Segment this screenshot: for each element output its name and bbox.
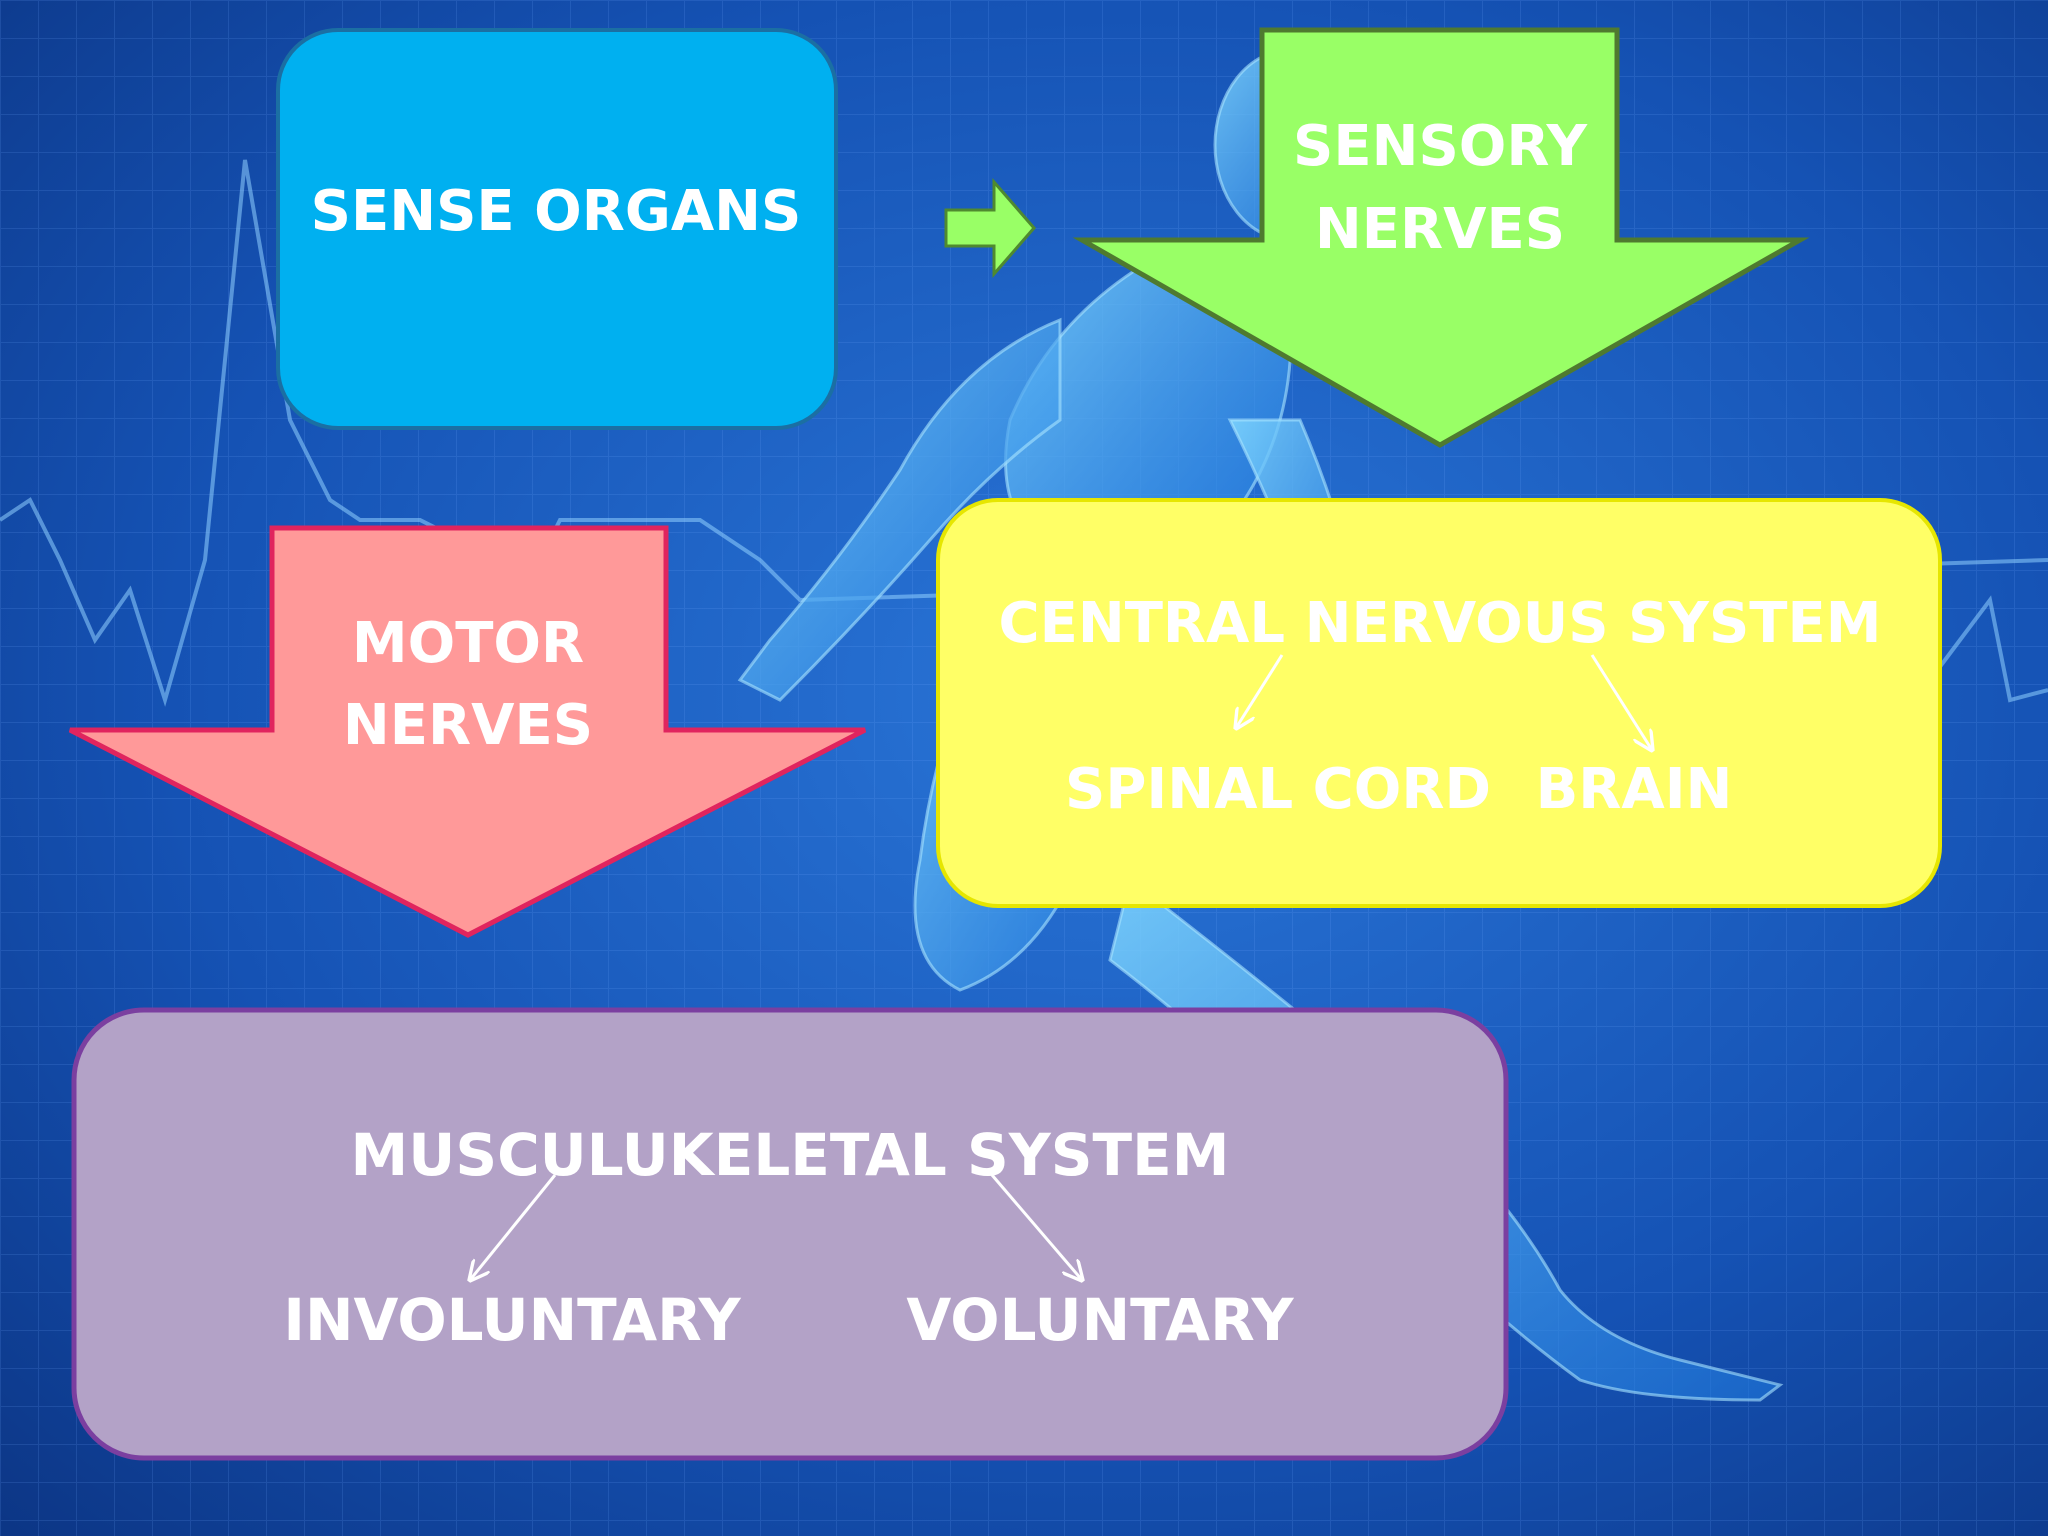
musculoskeletal-child-involuntary: INVOLUNTARY xyxy=(283,1286,741,1354)
node-sensory-nerves: SENSORY NERVES xyxy=(1072,27,1810,448)
motor-nerves-label-line2: NERVES xyxy=(343,693,593,758)
sensory-nerves-arrow xyxy=(1072,27,1810,448)
edge-musculoskeletal-to-involuntary xyxy=(470,1174,557,1280)
sense-organs-box xyxy=(276,28,838,430)
node-musculoskeletal: MUSCULUKELETAL SYSTEM INVOLUNTARY VOLUNT… xyxy=(71,1007,1509,1461)
cns-child-brain: BRAIN xyxy=(1536,757,1733,822)
musculoskeletal-title: MUSCULUKELETAL SYSTEM xyxy=(351,1121,1230,1189)
edge-musculoskeletal-to-voluntary xyxy=(990,1174,1082,1280)
node-cns: CENTRAL NERVOUS SYSTEM SPINAL CORD BRAIN xyxy=(936,498,1942,908)
musculoskeletal-box xyxy=(71,1007,1509,1461)
motor-nerves-label-line1: MOTOR xyxy=(352,611,584,676)
cns-box xyxy=(936,498,1942,908)
edge-cns-to-brain xyxy=(1590,654,1652,750)
ecg-line xyxy=(0,159,2048,707)
sense-organs-label: SENSE ORGANS xyxy=(311,179,802,244)
node-sense-organs: SENSE ORGANS xyxy=(276,28,838,430)
musculoskeletal-child-voluntary: VOLUNTARY xyxy=(906,1286,1294,1354)
sensory-nerves-label-line1: SENSORY xyxy=(1293,114,1588,179)
cns-child-spinal-cord: SPINAL CORD xyxy=(1065,757,1491,822)
sensory-nerves-label-line2: NERVES xyxy=(1315,197,1565,262)
cns-title: CENTRAL NERVOUS SYSTEM xyxy=(999,591,1882,656)
motor-nerves-arrow xyxy=(68,525,867,938)
edge-sense-organs-to-sensory-nerves xyxy=(944,177,1036,279)
node-motor-nerves: MOTOR NERVES xyxy=(68,525,867,938)
edge-cns-to-spinal-cord xyxy=(1236,654,1284,728)
